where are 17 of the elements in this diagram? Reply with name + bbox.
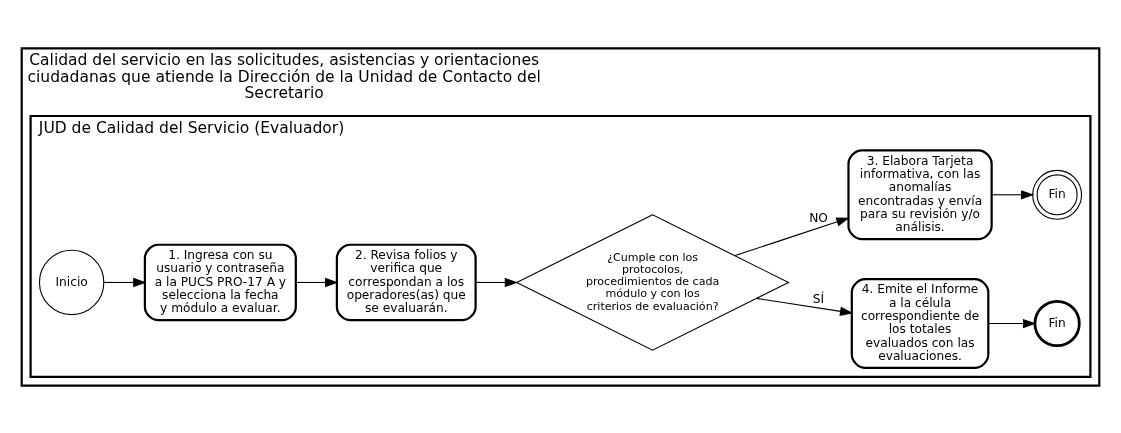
- edge-label: SÍ: [812, 291, 825, 306]
- arrow: [988, 318, 1037, 328]
- node-box: 2. Revisa folios y verifica que correspondan a los operadores(as) que se evaluarán.: [335, 243, 477, 321]
- node-box: 1. Ingresa con su usuario y contraseña a la PUCS PRO-17 A y selecciona la fecha y módulo a evaluar.: [143, 243, 297, 321]
- node-circle: Fin: [1032, 169, 1083, 220]
- node-box: 3. Elabora Tarjeta informativa, con las anomalías encontradas y envía para su revisión y/o análisis.: [847, 148, 993, 240]
- arrow: [991, 189, 1035, 199]
- node-circle: Fin: [1033, 299, 1081, 347]
- arrow: [734, 216, 850, 256]
- node-circle: Inicio: [38, 249, 105, 315]
- arrow: [756, 297, 854, 316]
- arrow: [103, 277, 147, 287]
- arrow: [295, 277, 339, 287]
- node-box: 4. Emite el Informe a la célula correspondiente de los totales evaluados con las evaluaciones.: [850, 277, 990, 369]
- arrow: [475, 277, 519, 287]
- edge-label: NO: [809, 210, 828, 225]
- node-diamond: ¿Cumple con los protocolos, procedimientos de cada módulo y con los criterios de evaluación?: [515, 213, 790, 351]
